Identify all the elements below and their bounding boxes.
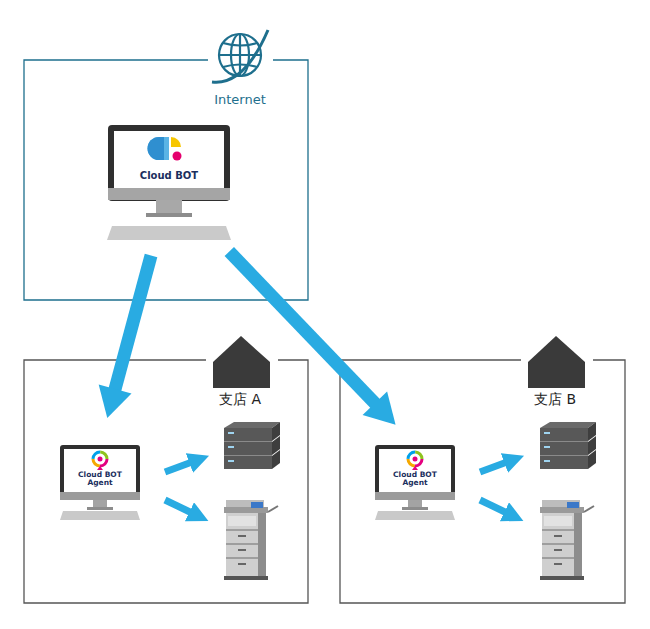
arrow-head: [363, 391, 396, 424]
globe-icon-part: [223, 43, 257, 46]
cloudbot-monitor-part: [108, 125, 230, 201]
agent-monitor-a: [60, 445, 140, 520]
cloudbot-monitor-part: [156, 200, 182, 214]
printer-a-part: [224, 500, 278, 580]
branch-a-region-part: [213, 336, 270, 388]
branch-box: 支店 B Cloud BOT Agent: [340, 360, 625, 603]
globe-icon: [212, 30, 268, 82]
cloudbot-monitor-part: [114, 131, 224, 188]
local-arrows-part: [165, 462, 192, 472]
agent-monitor-a-part: [60, 445, 140, 520]
cloudbot-monitor-part: [107, 226, 231, 240]
cloudbot-monitor-part: [148, 137, 165, 160]
printer-b-part: [540, 500, 594, 580]
agent-monitor-b: [375, 445, 455, 520]
cloudbot-monitor-part: [146, 213, 192, 217]
node-label: Cloud BOT Agent: [76, 471, 124, 487]
branch-b-region: [340, 336, 625, 603]
cloudbot-monitor-part: [108, 188, 230, 200]
cloudbot-monitor-part: [173, 152, 182, 161]
internet-region-part: [24, 60, 308, 300]
node-label: 支店 A: [185, 391, 295, 408]
connector-arrow: [99, 255, 151, 418]
monitor-node: Cloud BOT: [108, 125, 230, 240]
globe-icon-part: [223, 65, 257, 68]
branch-a-region: [24, 336, 308, 603]
node-label: 支店 B: [500, 391, 610, 408]
region-box: InternetCloud BOT: [24, 60, 308, 300]
agent-monitor-node: Cloud BOT Agent: [375, 445, 455, 520]
local-arrows-part: [165, 500, 192, 513]
server-b: [540, 422, 596, 469]
local-arrows: [165, 462, 507, 513]
node-label: Cloud BOT: [116, 170, 222, 182]
branch-b-region-part: [528, 336, 585, 388]
cloudbot-monitor: [107, 125, 231, 240]
arrow-head: [99, 385, 132, 418]
node-label: Internet: [185, 92, 295, 108]
globe-icon-part: [212, 30, 268, 82]
cloudbot-monitor-part: [148, 137, 170, 160]
cloudbot-monitor-part: [171, 137, 181, 147]
branch-a-region-part: [24, 360, 308, 603]
printer-b: [540, 500, 594, 580]
agent-monitor-b-part: [375, 445, 455, 520]
internet-region: [24, 60, 308, 300]
server-a-part: [224, 422, 280, 469]
printer-a: [224, 500, 278, 580]
branch-box: 支店 A Cloud BOT Agent: [24, 360, 308, 603]
connector-line: [229, 252, 379, 408]
local-arrows-part: [480, 462, 507, 472]
node-label: Cloud BOT Agent: [391, 471, 439, 487]
local-arrows-part: [480, 500, 507, 513]
branch-b-region-part: [340, 360, 625, 603]
server-a: [224, 422, 280, 469]
connector-line: [114, 255, 152, 394]
agent-monitor-node: Cloud BOT Agent: [60, 445, 140, 520]
server-b-part: [540, 422, 596, 469]
